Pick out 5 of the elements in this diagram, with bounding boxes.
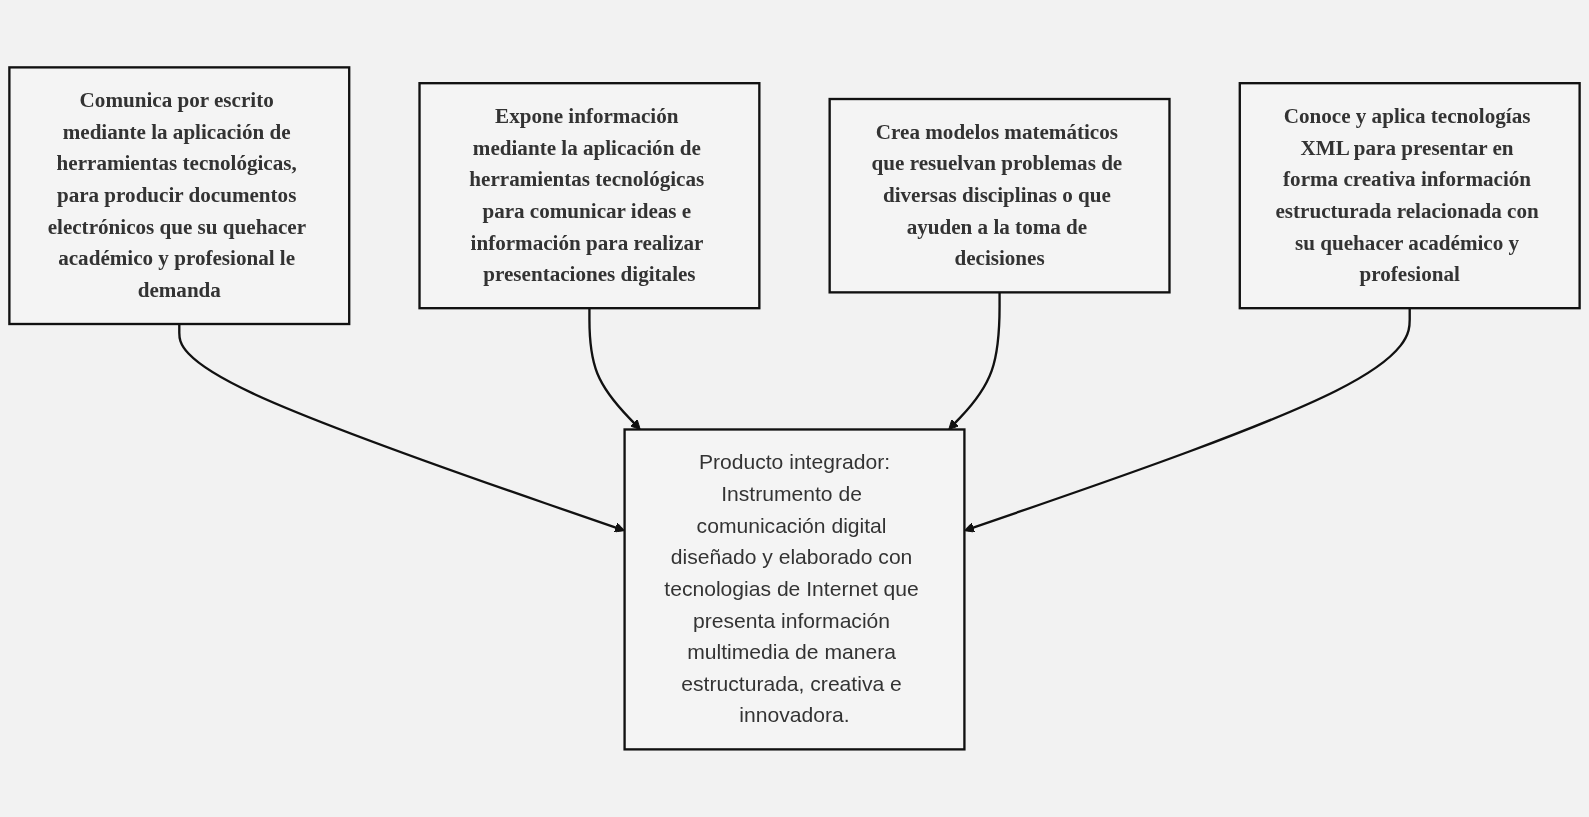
node-box: Producto integrador: Instrumento de comunicación digital diseñado y elaborado con tecnologias de Internet que presenta información multimedia de manera estructurada, creativa e innovadora. bbox=[623, 428, 966, 751]
node-box: Crea modelos matemáticos que resuelvan problemas de diversas disciplinas o que ayuden a la toma de decisiones bbox=[828, 97, 1171, 294]
node-box: Comunica por escrito mediante la aplicación de herramientas tecnológicas, para producir documentos electrónicos que su quehacer académico y profesional le demanda bbox=[8, 66, 351, 326]
node-box: Expone información mediante la aplicación de herramientas tecnológicas para comunicar ideas e información para realizar presentaciones digitales bbox=[418, 82, 761, 310]
node-box: Conoce y aplica tecnologías XML para presentar en forma creativa información estructurada relacionada con su quehacer académico y profesional bbox=[1238, 82, 1581, 310]
